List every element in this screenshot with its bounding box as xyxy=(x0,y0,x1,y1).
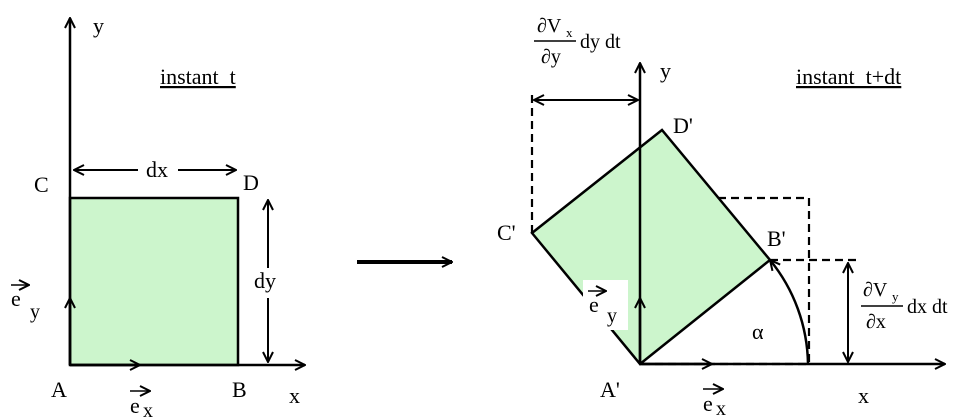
right-y-axis-label: y xyxy=(660,58,671,83)
left-ex-sub: x xyxy=(143,400,153,419)
top-shift-denominator: ∂y xyxy=(541,46,561,68)
right-heading: instant t+dt xyxy=(796,64,901,89)
left-dx-label: dx xyxy=(146,157,168,182)
side-shift-denominator: ∂x xyxy=(866,311,886,333)
right-panel: y x instant t+dt A' B' C' D' α e y e x ∂… xyxy=(497,15,948,419)
right-ey-base: e xyxy=(589,292,599,317)
left-heading: instant t xyxy=(160,64,236,89)
top-shift-numerator: ∂V xyxy=(537,15,562,37)
left-vertex-b: B xyxy=(232,377,247,402)
left-ey-base: e xyxy=(11,286,21,311)
side-shift-numerator-sub: y xyxy=(892,289,899,304)
right-vertex-d: D' xyxy=(673,113,693,138)
left-square xyxy=(68,196,240,367)
right-ey-sub: y xyxy=(607,305,617,327)
left-vertex-d: D xyxy=(243,170,259,195)
right-side-shift-formula: ∂V y ∂x dx dt xyxy=(861,279,948,333)
right-deformed-rhombus xyxy=(530,128,772,366)
left-y-axis-label: y xyxy=(93,13,104,38)
right-vertex-c: C' xyxy=(497,220,516,245)
side-shift-numerator: ∂V xyxy=(863,279,888,301)
right-x-axis-label: x xyxy=(858,383,869,408)
right-vertex-a: A' xyxy=(600,377,620,402)
top-shift-numerator-sub: x xyxy=(566,25,573,40)
left-panel: y x instant t A B C D dx dy e y e x xyxy=(11,13,305,419)
left-ex-symbol: e x xyxy=(130,391,153,419)
left-ey-symbol: e y xyxy=(11,285,40,323)
right-angle-label: α xyxy=(752,319,764,344)
right-angle-arc xyxy=(770,260,810,365)
right-ey-symbol: e y xyxy=(588,291,617,327)
top-shift-tail: dy dt xyxy=(580,31,621,53)
left-ex-base: e xyxy=(130,393,140,418)
left-ey-sub: y xyxy=(30,301,40,323)
left-dx-label-bg xyxy=(138,157,178,183)
left-x-axis-label: x xyxy=(289,383,300,408)
left-dy-label-bg xyxy=(252,268,286,298)
right-top-shift-formula: ∂V x ∂y dy dt xyxy=(534,15,621,68)
right-ex-base: e xyxy=(703,391,713,416)
left-vertex-c: C xyxy=(34,172,49,197)
right-vertex-b: B' xyxy=(767,226,786,251)
left-vertex-a: A xyxy=(51,377,67,402)
right-ex-sub: x xyxy=(716,398,726,419)
left-dy-label: dy xyxy=(254,268,276,293)
right-ex-symbol: e x xyxy=(703,389,726,419)
side-shift-tail: dx dt xyxy=(907,296,948,318)
